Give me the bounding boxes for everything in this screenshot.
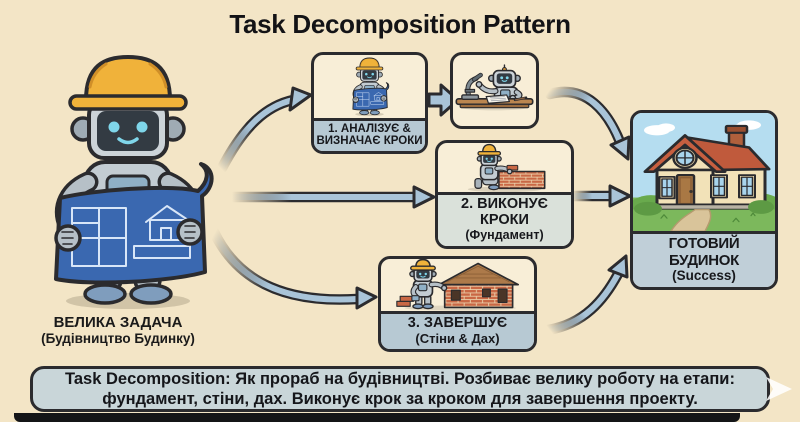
- robot-analyzing-desk-icon: [455, 64, 534, 111]
- big-task-subtitle: (Будівництво Будинку): [41, 331, 195, 347]
- step3-card: 3. ЗАВЕРШУЄ (Стіни & Дах): [378, 256, 537, 352]
- page-title: Task Decomposition Pattern: [229, 9, 571, 39]
- arrow-task-to-step1-icon: [216, 86, 313, 174]
- arrow-step2-to-result-icon: [572, 184, 632, 208]
- arrow-task-to-step2-icon: [232, 185, 436, 209]
- step1-analysis-card: [450, 52, 539, 129]
- caption-text: Task Decomposition: Як прораб на будівни…: [65, 369, 735, 408]
- caption-bar: Task Decomposition: Як прораб на будівни…: [30, 366, 770, 412]
- robot-building-house-icon: [396, 259, 520, 311]
- finished-house-icon: [633, 113, 775, 232]
- result-label: ГОТОВИЙ БУДИНОК (Success): [633, 231, 775, 287]
- step2-label: 2. ВИКОНУЄ КРОКИ (Фундамент): [438, 192, 571, 246]
- robot-reading-blueprint-icon: [314, 55, 425, 118]
- arrow-step3-to-result-icon: [542, 254, 629, 336]
- step1-label: 1. АНАЛІЗУЄ & ВИЗНАЧАЄ КРОКИ: [314, 117, 425, 151]
- arrow-task-to-step3-icon: [208, 226, 378, 310]
- step2-card: 2. ВИКОНУЄ КРОКИ (Фундамент): [435, 140, 574, 249]
- big-task-label: ВЕЛИКА ЗАДАЧА (Будівництво Будинку): [10, 314, 226, 347]
- next-chevron-icon[interactable]: [762, 372, 796, 406]
- step1-card: 1. АНАЛІЗУЄ & ВИЗНАЧАЄ КРОКИ: [311, 52, 428, 154]
- step3-label: 3. ЗАВЕРШУЄ (Стіни & Дах): [381, 310, 534, 349]
- caption-shadow: [14, 413, 740, 422]
- result-card: ГОТОВИЙ БУДИНОК (Success): [630, 110, 778, 290]
- robot-foreman-blueprint-icon: [28, 46, 228, 314]
- big-task-title: ВЕЛИКА ЗАДАЧА: [53, 314, 183, 331]
- robot-laying-bricks-icon: [467, 143, 546, 193]
